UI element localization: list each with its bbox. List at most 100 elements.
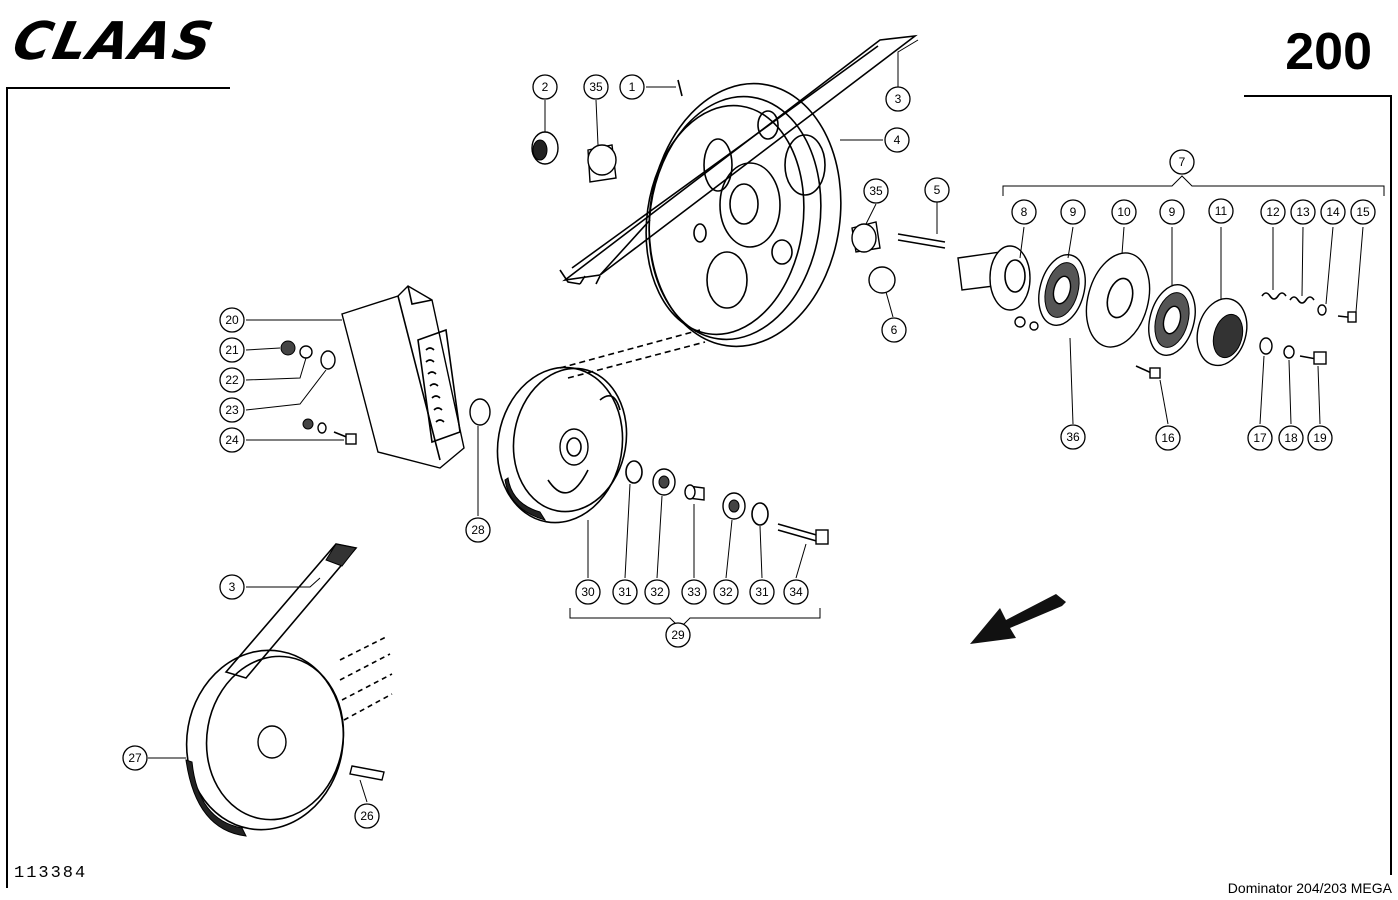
callout-5-text: 5: [934, 183, 941, 197]
plate-10: [1085, 252, 1151, 348]
bracket-20: [341, 285, 465, 469]
lower-pulley-27: [185, 649, 345, 837]
callout-31-left-text: 31: [618, 585, 632, 599]
callout-29-text: 29: [671, 628, 685, 642]
callout-24-text: 24: [225, 433, 239, 447]
nut-17: [1259, 337, 1273, 355]
callout-12-text: 12: [1266, 205, 1280, 219]
washer-14: [1317, 304, 1327, 316]
callout-14: 14: [1320, 199, 1346, 225]
callout-23-text: 23: [225, 403, 239, 417]
nut-21: [280, 340, 296, 356]
spacer-28: [469, 398, 491, 426]
callout-18: 18: [1278, 425, 1304, 451]
callout-14-text: 14: [1326, 205, 1340, 219]
callout-1-text: 1: [629, 80, 636, 94]
callout-26: 26: [354, 803, 380, 829]
callout-9-left-text: 9: [1070, 205, 1077, 219]
callout-4-text: 4: [894, 133, 901, 147]
friction-disc-9-left: [1038, 254, 1086, 326]
motion-lines: [339, 635, 393, 721]
callout-23: 23: [219, 397, 245, 423]
bearing-32-right: [722, 492, 746, 520]
callout-21: 21: [219, 337, 245, 363]
washer-18: [1283, 345, 1295, 359]
callout-28-text: 28: [471, 523, 485, 537]
page-number: 200: [1285, 23, 1372, 81]
callout-20: 20: [219, 307, 245, 333]
callout-17: 17: [1247, 425, 1273, 451]
bolt-16: [1135, 365, 1161, 379]
callout-19: 19: [1307, 425, 1333, 451]
frame-right: [1390, 95, 1392, 875]
callout-36-text: 36: [1066, 430, 1080, 444]
page-number-underline: [1244, 95, 1390, 97]
callout-24: 24: [219, 427, 245, 453]
bolt-34: [777, 523, 829, 545]
callout-6: 6: [881, 317, 907, 343]
spacer-tube-33: [684, 484, 705, 501]
callout-30: 30: [575, 579, 601, 605]
frame-left: [6, 88, 8, 888]
group-bracket-7: [1002, 175, 1385, 196]
large-pulley: [645, 82, 842, 348]
callout-32-right: 32: [713, 579, 739, 605]
callout-3-lower: 3: [219, 574, 245, 600]
pin-5: [897, 233, 946, 249]
sleeve-35-right: [851, 221, 881, 253]
callout-32-left: 32: [644, 579, 670, 605]
callout-1: 1: [619, 74, 645, 100]
callout-7: 7: [1169, 149, 1195, 175]
callout-34-text: 34: [789, 585, 803, 599]
callout-36: 36: [1060, 424, 1086, 450]
callout-9-right-text: 9: [1169, 205, 1176, 219]
callout-11: 11: [1208, 198, 1234, 224]
callout-16: 16: [1155, 425, 1181, 451]
callout-12: 12: [1260, 199, 1286, 225]
callout-3-top: 3: [885, 86, 911, 112]
washer-36: [1014, 316, 1039, 331]
plug-6: [868, 266, 896, 294]
key-26: [349, 765, 385, 781]
callout-4: 4: [884, 127, 910, 153]
callout-34: 34: [783, 579, 809, 605]
idler-pulley-30: [496, 366, 628, 524]
bushing-2: [531, 131, 559, 165]
snap-ring-31-right: [751, 502, 769, 526]
callout-13: 13: [1290, 199, 1316, 225]
callout-13-text: 13: [1296, 205, 1310, 219]
callout-8: 8: [1011, 199, 1037, 225]
callout-29: 29: [665, 622, 691, 648]
belt-link-dashes: [559, 329, 706, 379]
callout-27-text: 27: [128, 751, 142, 765]
bolt-15: [1337, 311, 1357, 323]
callout-22: 22: [219, 367, 245, 393]
callout-2-text: 2: [542, 80, 549, 94]
callout-3-lower-text: 3: [229, 580, 236, 594]
group-bracket-29: [569, 608, 821, 629]
sleeve-35-left: [587, 144, 617, 183]
callout-35-right: 35: [863, 178, 889, 204]
callout-21-text: 21: [225, 343, 239, 357]
callout-5: 5: [924, 177, 950, 203]
fasteners-24: [302, 418, 357, 445]
callout-32-left-text: 32: [650, 585, 664, 599]
callout-28: 28: [465, 517, 491, 543]
bolt-19: [1299, 351, 1327, 365]
callout-11-text: 11: [1215, 204, 1228, 218]
snap-ring-31-left: [625, 460, 643, 484]
model-name: Dominator 204/203 MEGA: [1227, 880, 1392, 896]
spring-12-13: [1261, 292, 1315, 304]
callout-22-text: 22: [225, 373, 239, 387]
washer-22: [299, 345, 313, 359]
callout-6-text: 6: [891, 323, 898, 337]
callout-26-text: 26: [360, 809, 374, 823]
pin-1: [677, 79, 683, 97]
direction-arrow: [970, 594, 1066, 644]
callout-35-left-text: 35: [589, 80, 603, 94]
friction-disc-9-right: [1148, 284, 1196, 356]
callout-27: 27: [122, 745, 148, 771]
callout-18-text: 18: [1284, 431, 1298, 445]
callout-33: 33: [681, 579, 707, 605]
callout-9-right: 9: [1159, 199, 1185, 225]
